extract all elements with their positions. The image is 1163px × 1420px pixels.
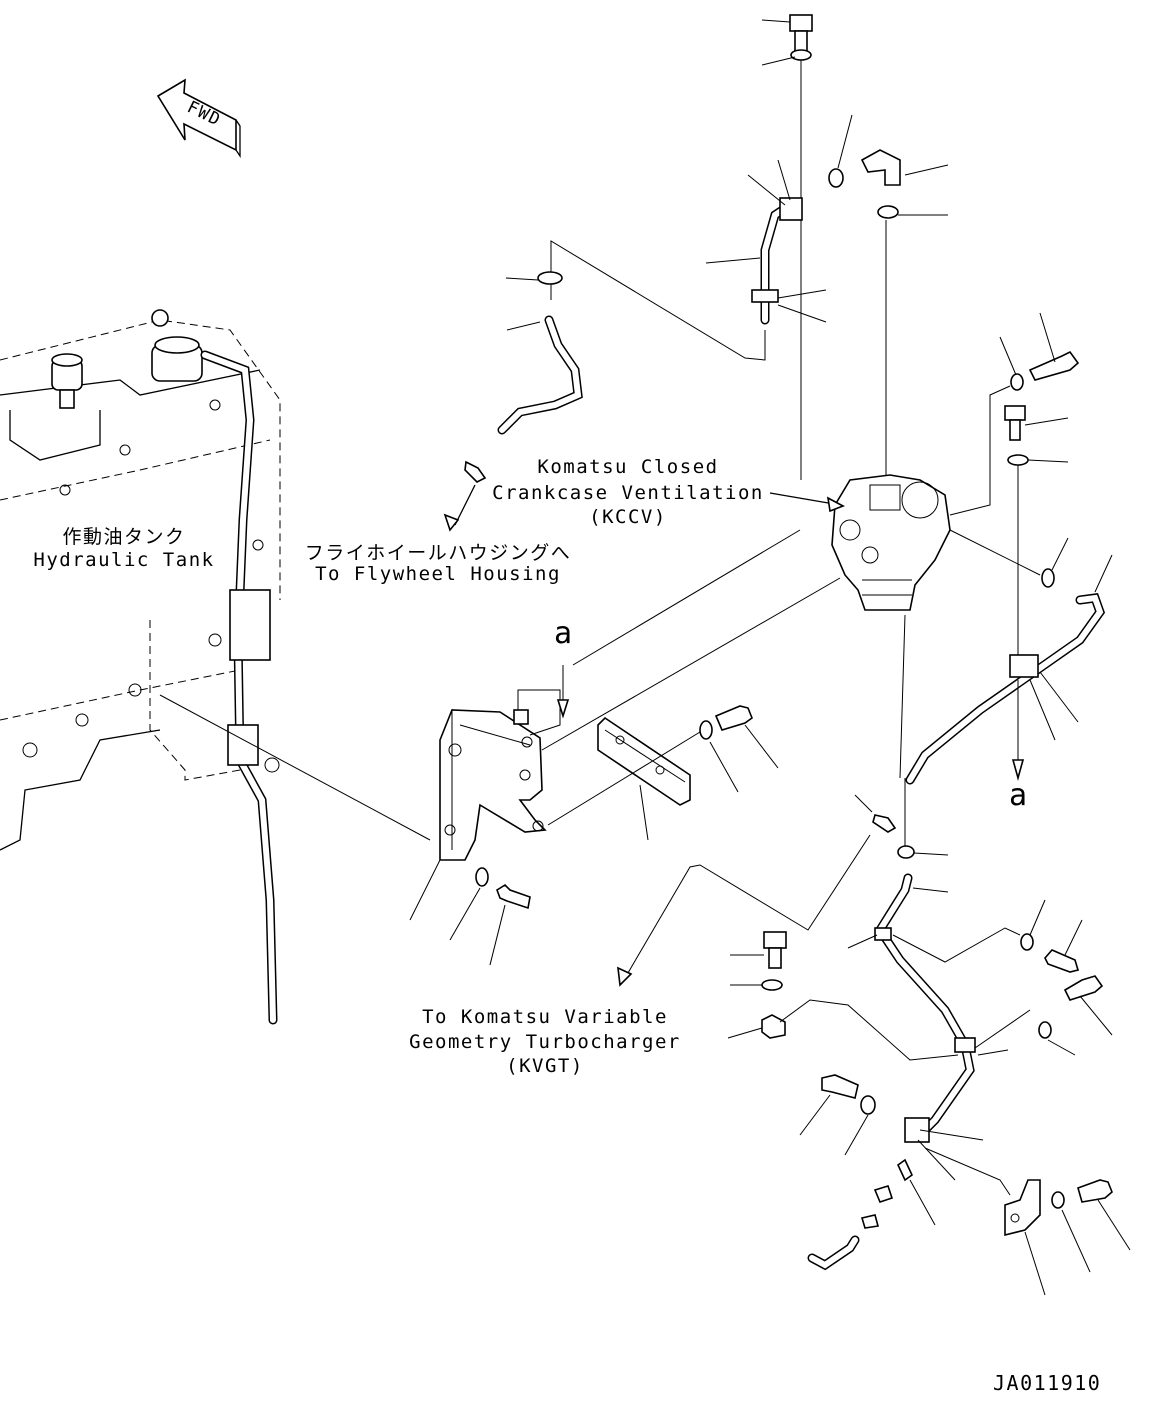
kccv-label-line1: Komatsu Closed — [537, 456, 719, 478]
bolt-top — [761, 14, 813, 66]
kccv-unit — [769, 474, 951, 611]
bottom-bracket — [1004, 1179, 1131, 1296]
bottom-bolts — [799, 1074, 936, 1271]
hydraulic-tank — [0, 309, 281, 1025]
elbow-hose — [828, 114, 949, 219]
upper-pipe — [705, 159, 827, 325]
right-pipe — [905, 465, 1113, 785]
reference-a-top: a — [553, 616, 573, 651]
kccv-label-line2: Crankcase Ventilation — [492, 482, 764, 504]
lower-hose — [847, 873, 1031, 1196]
kccv-bolts — [949, 312, 1080, 588]
mounting-bracket — [439, 665, 570, 861]
kvgt-label-line1: To Komatsu Variable — [422, 1006, 668, 1028]
kvgt-label-line2: Geometry Turbocharger — [409, 1031, 681, 1053]
plate-bracket — [547, 705, 779, 841]
flywheel-label-jp: フライホイールハウジングへ — [304, 542, 572, 564]
hydraulic-tank-label-jp: 作動油タンク — [62, 526, 186, 548]
fwd-arrow-icon — [156, 78, 241, 159]
drawing-code: JA011910 — [993, 1371, 1102, 1395]
bracket-bolts — [159, 694, 531, 966]
reference-a-right: a — [1008, 778, 1028, 813]
flywheel-label-en: To Flywheel Housing — [315, 563, 561, 585]
kccv-label-line3: (KCCV) — [589, 506, 667, 528]
lower-right-bolts — [727, 899, 1113, 1061]
kvgt-label-line3: (KVGT) — [506, 1055, 584, 1077]
left-hose — [497, 271, 583, 435]
hydraulic-tank-label-en: Hydraulic Tank — [33, 549, 215, 571]
